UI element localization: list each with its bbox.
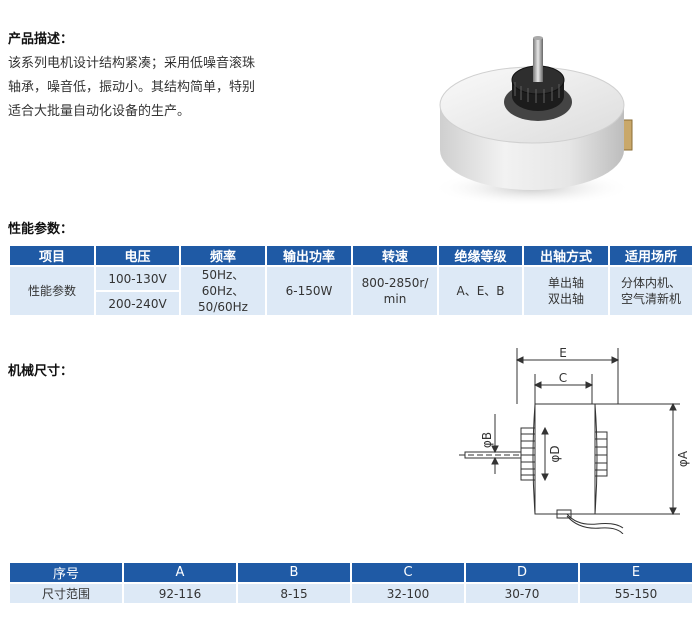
size-header: C <box>350 561 466 584</box>
size-cell: 92-116 <box>122 582 238 605</box>
dim-label-a: φA <box>676 450 690 467</box>
description-line: 轴承，噪音低，振动小。其结构简单，特别 <box>8 80 256 95</box>
header-voltage: 电压 <box>94 244 181 267</box>
description-text: 该系列电机设计结构紧凑；采用低噪音滚珠 轴承，噪音低，振动小。其结构简单，特别 … <box>8 52 293 124</box>
size-header-row: 序号 A B C D E <box>8 561 694 584</box>
size-cell: 30-70 <box>464 582 580 605</box>
row-label: 性能参数 <box>8 265 96 317</box>
speed-line: min <box>383 292 407 306</box>
header-shaft: 出轴方式 <box>522 244 610 267</box>
shaft-value: 单出轴 双出轴 <box>522 265 610 317</box>
dimension-drawing: E C φB φD φA <box>459 346 690 534</box>
performance-row: 性能参数 100-130V 50Hz、60Hz、 50/60Hz 6-150W … <box>8 265 694 317</box>
description-title: 产品描述： <box>8 32 74 47</box>
size-cell: 8-15 <box>236 582 352 605</box>
description-line: 适合大批量自动化设备的生产。 <box>8 104 191 119</box>
application-line: 空气清新机 <box>620 292 681 306</box>
frequency-line: 50Hz、60Hz、 <box>201 268 245 298</box>
size-header: A <box>122 561 238 584</box>
size-cell: 55-150 <box>578 582 694 605</box>
dim-label-d: φD <box>548 445 562 462</box>
description-line: 该系列电机设计结构紧凑；采用低噪音滚珠 <box>8 56 256 71</box>
application-line: 分体内机、 <box>620 276 681 290</box>
size-cell: 32-100 <box>350 582 466 605</box>
size-table: 序号 A B C D E 尺寸范围 92-116 8-15 32-100 30-… <box>8 561 694 605</box>
size-cell: 尺寸范围 <box>8 582 124 605</box>
shaft-line: 双出轴 <box>547 292 584 306</box>
dim-label-c: C <box>559 371 567 385</box>
size-header: D <box>464 561 580 584</box>
header-frequency: 频率 <box>179 244 267 267</box>
header-item: 项目 <box>8 244 96 267</box>
frequency-value: 50Hz、60Hz、 50/60Hz <box>179 265 267 317</box>
application-value: 分体内机、 空气清新机 <box>608 265 694 317</box>
shaft-line: 单出轴 <box>547 276 584 290</box>
voltage-value: 100-130V <box>94 265 181 292</box>
performance-row-2: 200-240V <box>9 290 693 317</box>
header-insulation: 绝缘等级 <box>437 244 524 267</box>
mechanical-title: 机械尺寸： <box>8 364 74 379</box>
performance-table: 项目 电压 频率 输出功率 转速 绝缘等级 出轴方式 适用场所 性能参数 100… <box>8 244 694 317</box>
speed-value: 800-2850r/ min <box>351 265 439 317</box>
voltage-value: 200-240V <box>94 290 181 317</box>
insulation-value: A、E、B <box>437 265 524 317</box>
size-header: 序号 <box>8 561 124 584</box>
size-header: E <box>578 561 694 584</box>
dim-label-e: E <box>559 346 567 360</box>
size-row: 尺寸范围 92-116 8-15 32-100 30-70 55-150 <box>8 582 694 605</box>
frequency-line: 50/60Hz <box>198 300 248 314</box>
header-power: 输出功率 <box>265 244 353 267</box>
size-header: B <box>236 561 352 584</box>
power-value: 6-150W <box>265 265 353 317</box>
performance-title: 性能参数： <box>8 222 74 237</box>
dim-label-b: φB <box>480 432 494 448</box>
speed-line: 800-2850r/ <box>361 276 429 290</box>
motor-product-image <box>432 36 633 206</box>
header-speed: 转速 <box>351 244 439 267</box>
header-application: 适用场所 <box>608 244 694 267</box>
performance-header-row: 项目 电压 频率 输出功率 转速 绝缘等级 出轴方式 适用场所 <box>8 244 694 267</box>
